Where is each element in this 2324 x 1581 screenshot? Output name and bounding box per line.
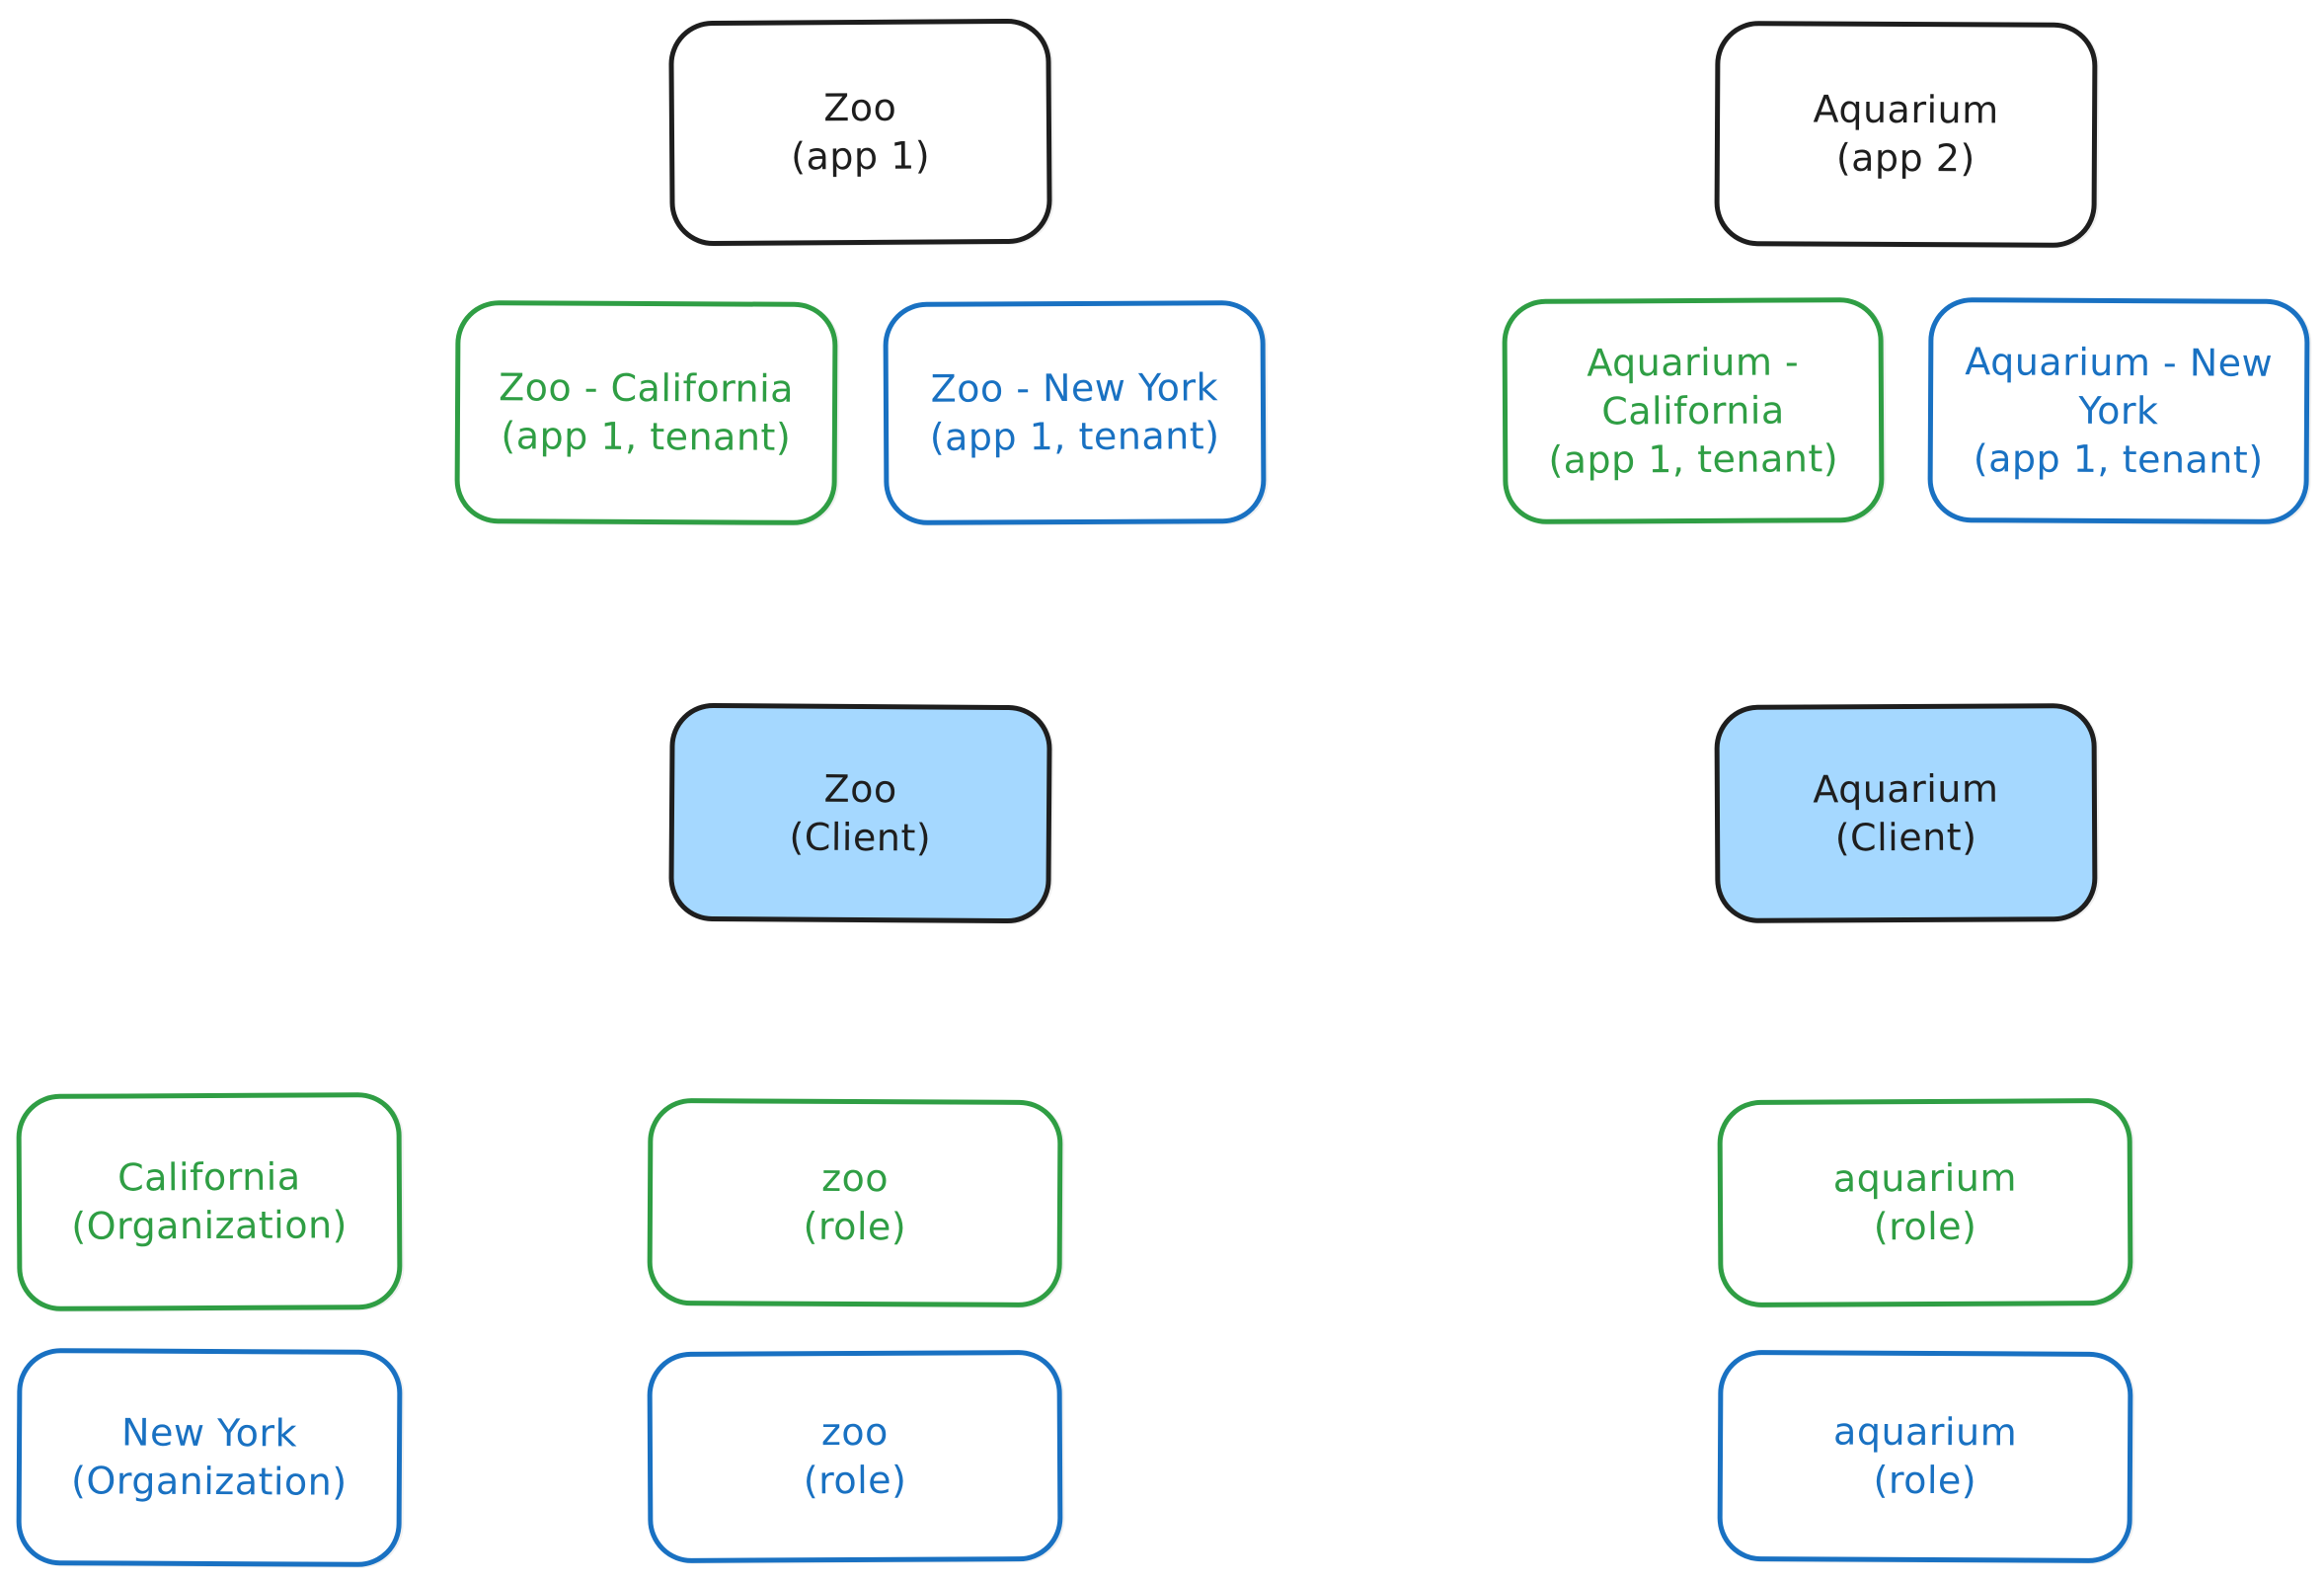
aquarium-client-node[interactable]: Aquarium (Client)	[1714, 702, 2098, 924]
california-organization-node[interactable]: California (Organization)	[16, 1091, 403, 1312]
zoo-new-york-tenant-node[interactable]: Zoo - New York (app 1, tenant)	[883, 299, 1267, 526]
aquarium-role-green-node[interactable]: aquarium (role)	[1717, 1097, 2133, 1308]
zoo-california-tenant-label: Zoo - California (app 1, tenant)	[499, 365, 795, 459]
zoo-role-blue-label: zoo (role)	[803, 1409, 907, 1503]
new-york-organization-node[interactable]: New York (Organization)	[16, 1347, 403, 1568]
aquarium-new-york-tenant-label: Aquarium - New York (app 1, tenant)	[1965, 339, 2274, 482]
california-organization-label: California (Organization)	[71, 1154, 349, 1248]
zoo-app-label: Zoo (app 1)	[791, 85, 931, 179]
aquarium-app-node[interactable]: Aquarium (app 2)	[1714, 20, 2098, 249]
aquarium-role-blue-label: aquarium (role)	[1832, 1409, 2018, 1503]
zoo-client-node[interactable]: Zoo (Client)	[668, 702, 1052, 924]
zoo-client-label: Zoo (Client)	[789, 766, 932, 860]
zoo-new-york-tenant-label: Zoo - New York (app 1, tenant)	[929, 365, 1220, 459]
aquarium-client-label: Aquarium (Client)	[1813, 766, 1999, 859]
zoo-california-tenant-node[interactable]: Zoo - California (app 1, tenant)	[454, 299, 838, 526]
aquarium-california-tenant-node[interactable]: Aquarium - California (app 1, tenant)	[1502, 296, 1885, 525]
zoo-app-node[interactable]: Zoo (app 1)	[668, 18, 1052, 247]
new-york-organization-label: New York (Organization)	[70, 1410, 348, 1504]
zoo-role-green-label: zoo (role)	[803, 1155, 907, 1249]
zoo-role-green-node[interactable]: zoo (role)	[647, 1097, 1063, 1308]
zoo-role-blue-node[interactable]: zoo (role)	[647, 1349, 1063, 1564]
aquarium-role-blue-node[interactable]: aquarium (role)	[1717, 1349, 2133, 1564]
aquarium-new-york-tenant-node[interactable]: Aquarium - New York (app 1, tenant)	[1927, 296, 2310, 525]
aquarium-california-tenant-label: Aquarium - California (app 1, tenant)	[1548, 339, 1839, 482]
aquarium-role-green-label: aquarium (role)	[1832, 1155, 2018, 1249]
aquarium-app-label: Aquarium (app 2)	[1813, 87, 1999, 181]
